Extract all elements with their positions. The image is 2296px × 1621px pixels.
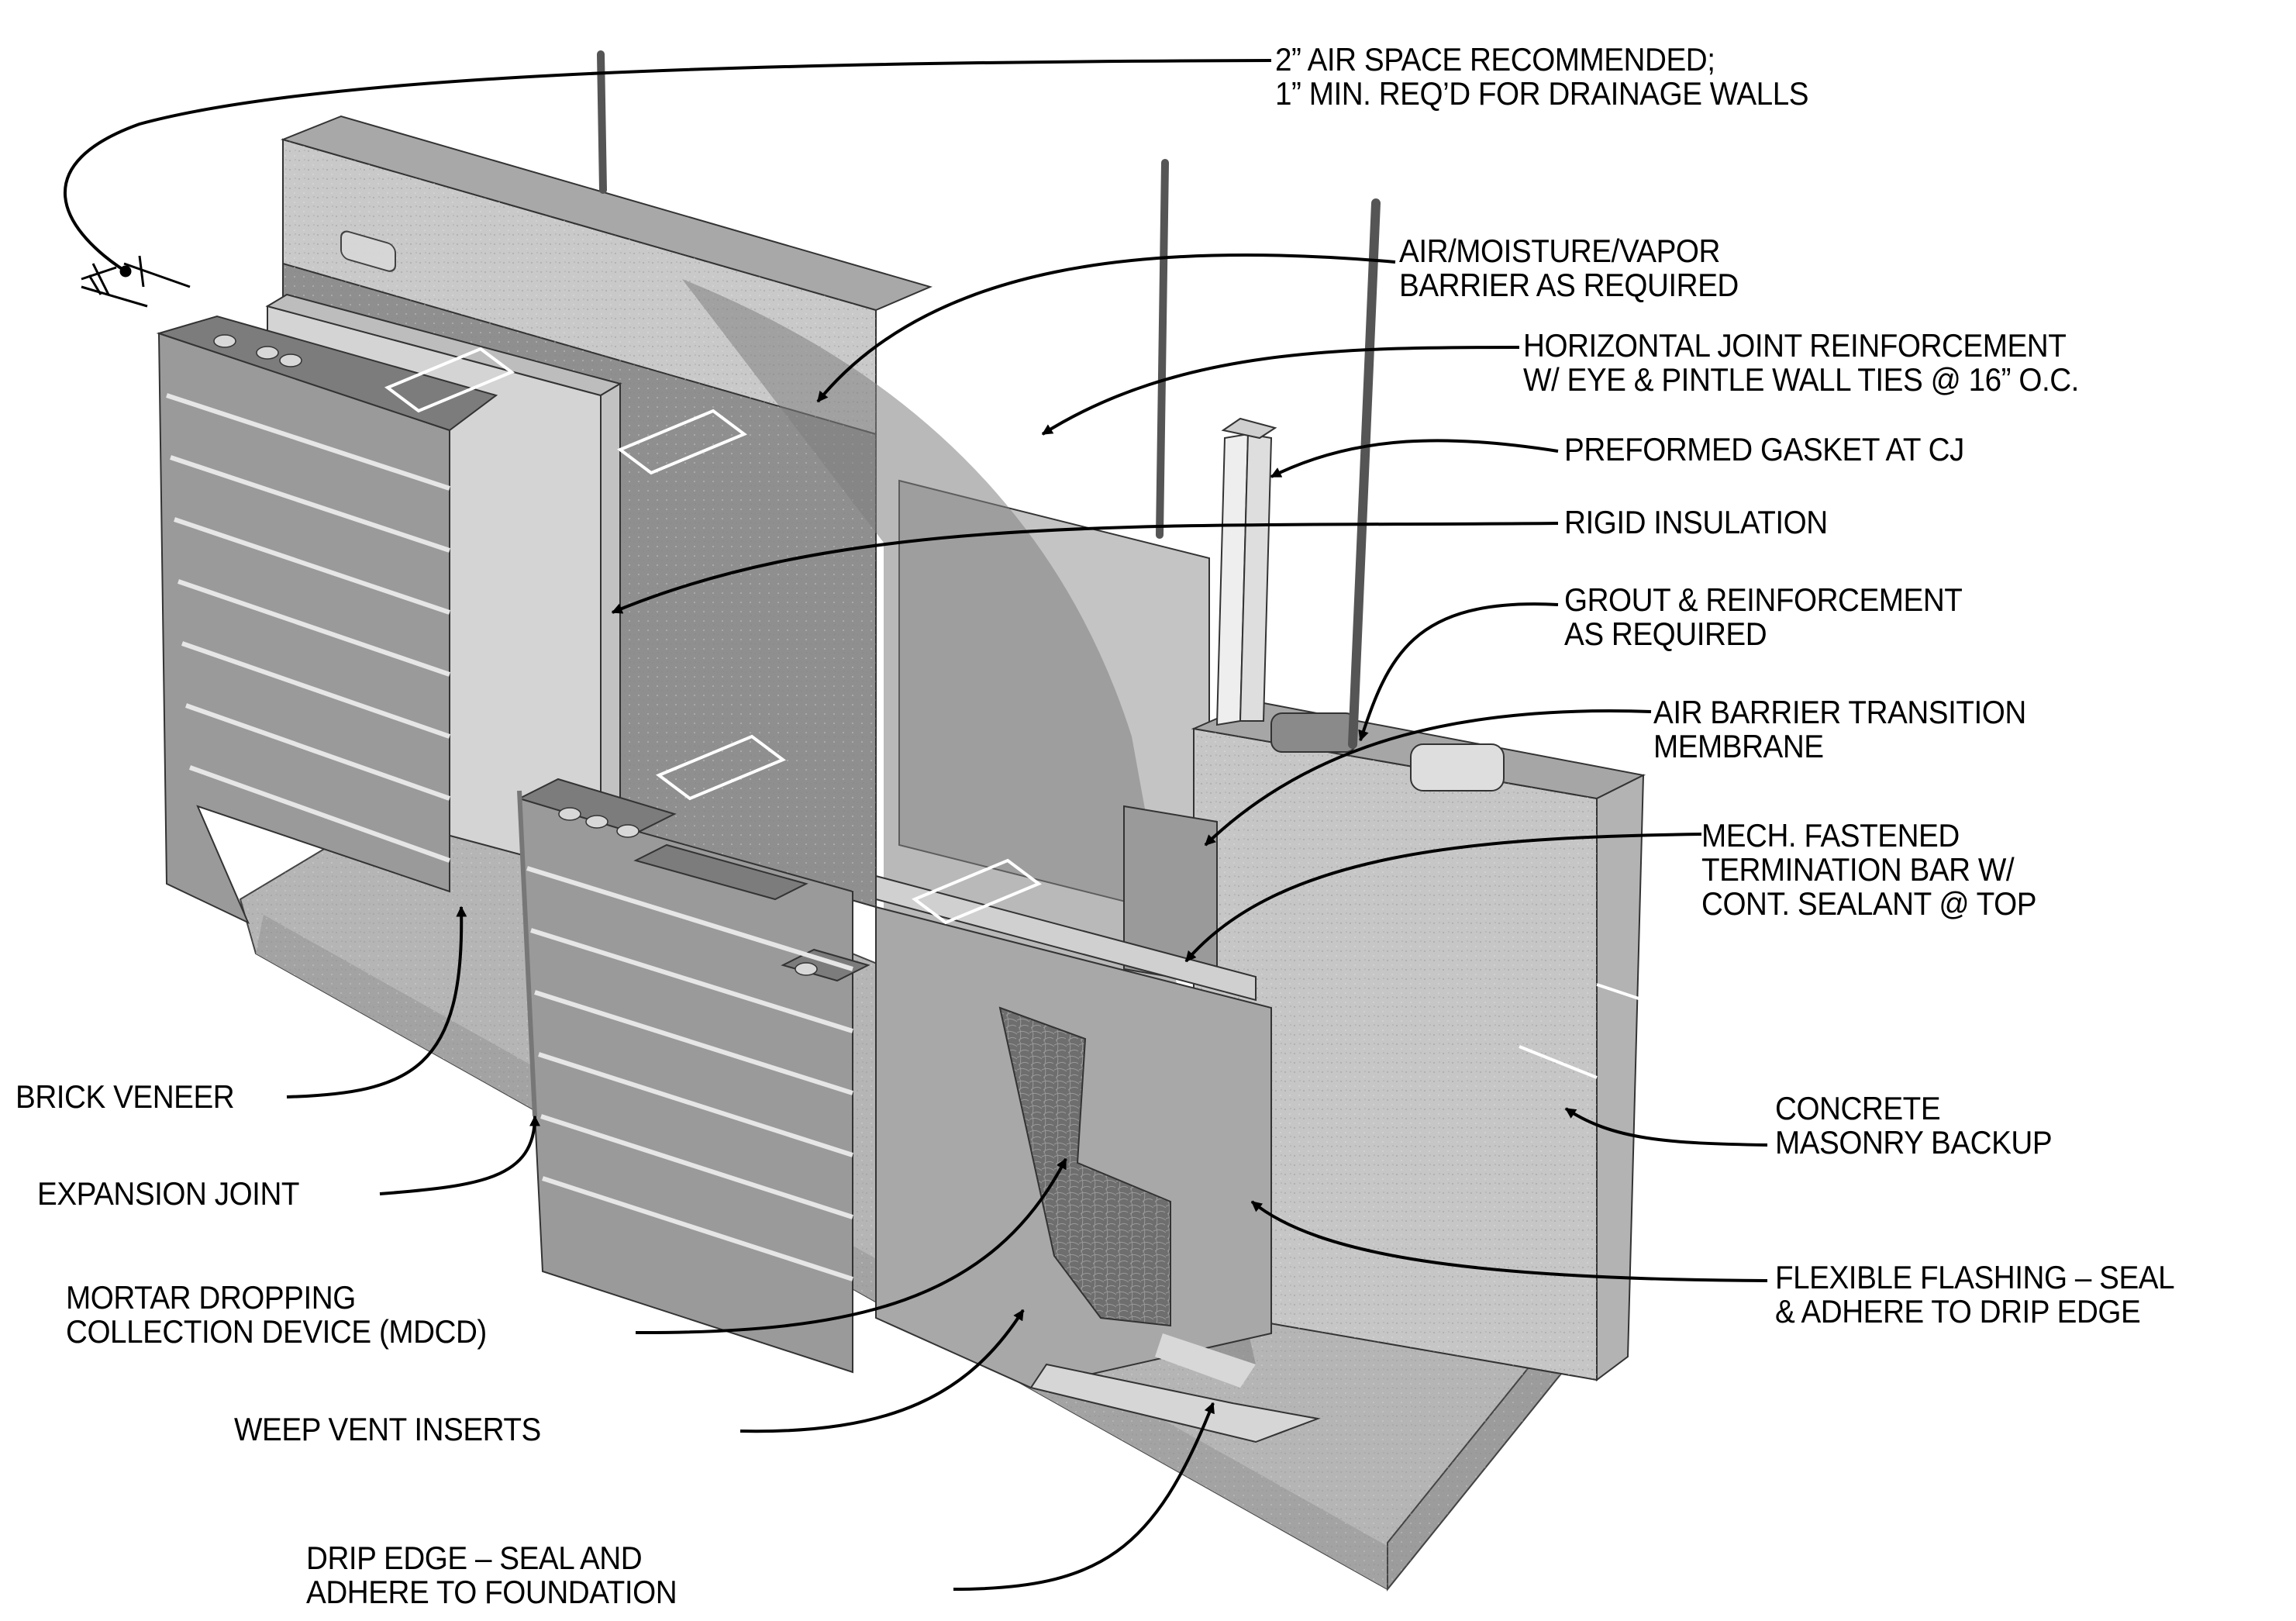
leader-flexible-flashing: [1250, 1200, 1768, 1282]
callout-vapor-barrier-line2: BARRIER AS REQUIRED: [1399, 267, 1739, 303]
callout-flexible-flashing-line1: FLEXIBLE FLASHING – SEAL: [1775, 1259, 2175, 1295]
leader-air-space: [64, 59, 1272, 273]
callout-rigid-insulation: RIGID INSULATION: [1564, 505, 1828, 540]
callout-expansion-joint-line1: EXPANSION JOINT: [37, 1175, 300, 1212]
callout-drip-edge-line2: ADHERE TO FOUNDATION: [306, 1574, 677, 1610]
callout-gasket: PREFORMED GASKET AT CJ: [1564, 433, 1964, 467]
callout-air-space-line1: 2” AIR SPACE RECOMMENDED;: [1275, 41, 1715, 78]
leader-transition-membrane: [1204, 709, 1652, 847]
callout-joint-reinforcement-line2: W/ EYE & PINTLE WALL TIES @ 16” O.C.: [1523, 361, 2079, 398]
callout-termination-bar-line1: MECH. FASTENED: [1701, 817, 1960, 854]
callout-grout: GROUT & REINFORCEMENT AS REQUIRED: [1564, 581, 1963, 652]
callout-transition-membrane: AIR BARRIER TRANSITION MEMBRANE: [1653, 695, 2026, 764]
callout-mdcd: MORTAR DROPPING COLLECTION DEVICE (MDCD): [66, 1281, 487, 1349]
callout-grout-line2: AS REQUIRED: [1564, 616, 1767, 652]
callout-gasket-line1: PREFORMED GASKET AT CJ: [1564, 431, 1964, 467]
rebar: [597, 50, 1381, 749]
expansion-joint-rod: [517, 790, 537, 1117]
leader-gasket: [1270, 439, 1559, 478]
leader-expansion-joint: [379, 1115, 540, 1195]
callout-termination-bar-line2: TERMINATION BAR W/: [1701, 851, 2015, 888]
leader-vapor-barrier: [816, 253, 1396, 403]
callout-termination-bar: MECH. FASTENED TERMINATION BAR W/ CONT. …: [1701, 817, 2037, 922]
leader-grout: [1358, 602, 1559, 742]
leader-termination-bar: [1184, 833, 1702, 963]
callout-joint-reinforcement: HORIZONTAL JOINT REINFORCEMENT W/ EYE & …: [1523, 329, 2079, 397]
leader-drip-edge: [953, 1402, 1215, 1591]
callout-joint-reinforcement-line1: HORIZONTAL JOINT REINFORCEMENT: [1523, 327, 2067, 364]
callout-vapor-barrier-line1: AIR/MOISTURE/VAPOR: [1399, 233, 1720, 269]
callout-vapor-barrier: AIR/MOISTURE/VAPOR BARRIER AS REQUIRED: [1399, 234, 1739, 302]
callout-cmu-backup-line1: CONCRETE: [1775, 1090, 1941, 1126]
callout-brick-veneer-line1: BRICK VENEER: [16, 1078, 235, 1115]
wall-ties: [384, 347, 1691, 1079]
callout-drip-edge: DRIP EDGE – SEAL AND ADHERE TO FOUNDATIO…: [306, 1541, 677, 1609]
callout-flexible-flashing-line2: & ADHERE TO DRIP EDGE: [1775, 1293, 2141, 1330]
callout-rigid-insulation-line1: RIGID INSULATION: [1564, 504, 1828, 540]
drip-edge: [1029, 1363, 1321, 1443]
callout-mdcd-line2: COLLECTION DEVICE (MDCD): [66, 1313, 487, 1350]
leader-lines: [64, 59, 1768, 1591]
air-space-dimension-mark: [81, 255, 191, 308]
leader-joint-reinforcement: [1041, 346, 1520, 436]
callout-mdcd-line1: MORTAR DROPPING: [66, 1279, 356, 1316]
mdcd-mesh: [998, 1006, 1171, 1327]
callout-cmu-backup-line2: MASONRY BACKUP: [1775, 1124, 2053, 1161]
callout-expansion-joint: EXPANSION JOINT: [37, 1175, 300, 1212]
callout-weep-vents-line1: WEEP VENT INSERTS: [234, 1411, 541, 1447]
callout-air-space: 2” AIR SPACE RECOMMENDED; 1” MIN. REQ’D …: [1275, 41, 1809, 112]
leader-cmu-backup: [1564, 1107, 1768, 1147]
callout-drip-edge-line1: DRIP EDGE – SEAL AND: [306, 1540, 643, 1576]
callout-cmu-backup: CONCRETE MASONRY BACKUP: [1775, 1090, 2053, 1161]
leader-mdcd: [635, 1157, 1067, 1335]
brick-veneer: [156, 315, 870, 1374]
leader-weep-vents: [739, 1309, 1025, 1433]
callout-grout-line1: GROUT & REINFORCEMENT: [1564, 581, 1963, 618]
callout-air-space-line2: 1” MIN. REQ’D FOR DRAINAGE WALLS: [1275, 75, 1809, 112]
preformed-gasket: [1215, 417, 1277, 726]
leader-rigid-insulation: [611, 522, 1559, 614]
callout-termination-bar-line3: CONT. SEALANT @ TOP: [1701, 885, 2037, 922]
callout-transition-membrane-line1: AIR BARRIER TRANSITION: [1653, 694, 2026, 730]
callout-brick-veneer: BRICK VENEER: [16, 1078, 235, 1115]
callout-transition-membrane-line2: MEMBRANE: [1653, 728, 1824, 764]
leader-brick-veneer: [286, 905, 467, 1098]
callout-weep-vents: WEEP VENT INSERTS: [234, 1412, 541, 1447]
callout-flexible-flashing: FLEXIBLE FLASHING – SEAL & ADHERE TO DRI…: [1775, 1259, 2175, 1330]
